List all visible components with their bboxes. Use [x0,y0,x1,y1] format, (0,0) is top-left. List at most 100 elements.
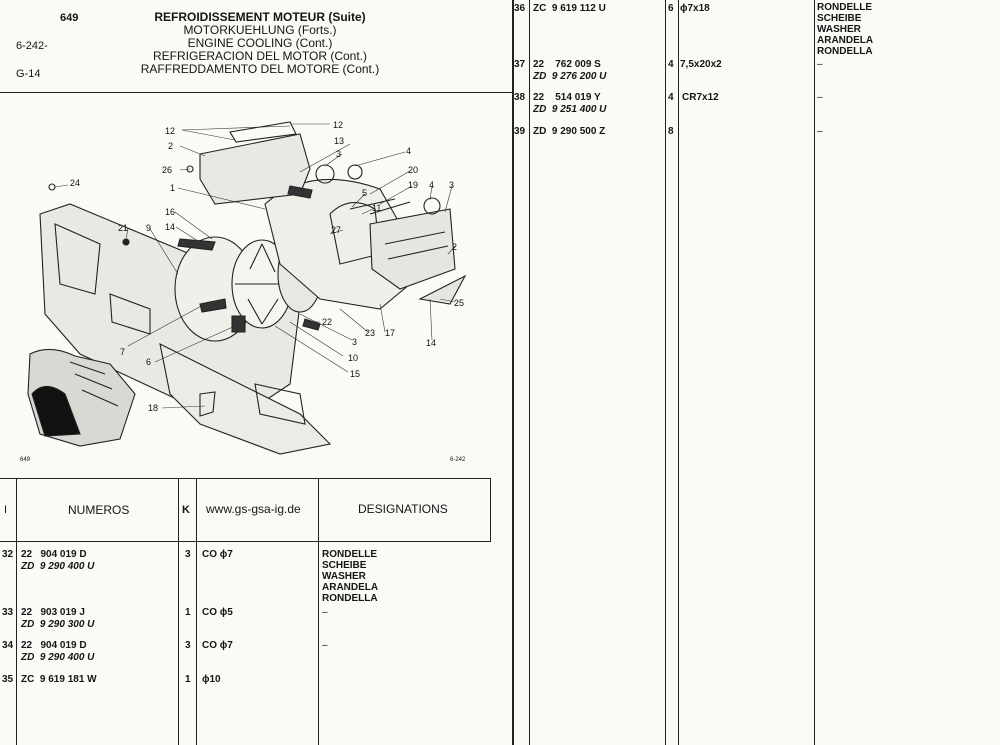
designation: SCHEIBE [817,13,862,24]
column-header-url: www.gs-gsa-ig.de [206,502,301,516]
column-header-designations: DESIGNATIONS [358,502,448,516]
designation: SCHEIBE [322,560,367,571]
col-divider [16,478,17,745]
page-gutter [512,0,514,745]
page-title-block: REFROIDISSEMENT MOTEUR (Suite) MOTORKUEH… [110,11,410,76]
diagram-footer-left: 649 [20,457,31,463]
spec: ϕ7x18 [680,3,710,14]
title-fr: REFROIDISSEMENT MOTEUR (Suite) [154,10,366,24]
page-number: 649 [60,12,79,24]
spec: CO ϕ5 [202,607,233,618]
part-number: ZD 9 290 500 Z [533,126,606,137]
designation: ARANDELA [322,582,379,593]
spec: CO ϕ7 [202,640,233,651]
diagram-footer-right: 6-242 [450,457,466,463]
designation: WASHER [322,571,366,582]
part-number-alt: ZD 9 276 200 U [533,71,607,82]
row-index: 39 [514,126,526,137]
callout: 16 [165,207,175,217]
spec: ϕ10 [202,674,221,685]
row-index: 32 [2,549,14,560]
part-number: 22 762 009 S [533,59,601,70]
table-header-rule [0,541,490,542]
callout: 6 [146,357,151,367]
part-number: ZC 9 619 112 U [533,3,606,14]
diagram-callouts: 12 12 2 13 3 4 26 20 1 5 19 4 3 24 11 16… [20,120,466,463]
quantity: 3 [185,640,191,651]
part-number-alt: ZD 9 290 300 U [21,619,95,630]
designation: – [817,92,823,103]
col-divider [814,0,815,745]
title-en: ENGINE COOLING (Cont.) [187,36,333,50]
callout: 9 [146,223,151,233]
designation: RONDELLA [322,593,378,604]
part-number-alt: ZD 9 251 400 U [533,104,607,115]
callout: 1 [170,183,175,193]
spec: CO ϕ7 [202,549,233,560]
row-index: 33 [2,607,14,618]
callout: 3 [449,180,454,190]
designation: RONDELLE [322,549,377,560]
col-divider [529,0,530,745]
callout: 27 [331,225,341,235]
row-index: 36 [514,3,526,14]
part-number: ZC 9 619 181 W [21,674,97,685]
part-number-alt: ZD 9 290 400 U [21,652,95,663]
title-it: RAFFREDDAMENTO DEL MOTORE (Cont.) [140,62,380,76]
callout: 5 [362,188,367,198]
part-number-alt: ZD 9 290 400 U [21,561,95,572]
designation: RONDELLE [817,2,872,13]
header-rule [0,92,512,93]
callout: 13 [334,136,344,146]
quantity: 1 [185,674,191,685]
part-number: 22 514 019 Y [533,92,601,103]
callout: 14 [165,222,175,232]
callout: 21 [118,223,128,233]
callout: 22 [322,317,332,327]
callout: 19 [408,180,418,190]
part-number: 22 904 019 D [21,549,87,560]
designation: ARANDELA [817,35,874,46]
callout: 4 [406,146,411,156]
spec: CR7x12 [682,92,719,103]
row-index: 37 [514,59,526,70]
designation: – [322,640,328,651]
table-top-rule [0,478,490,479]
col-divider [665,0,666,745]
callout: 23 [365,328,375,338]
designation: WASHER [817,24,861,35]
exploded-diagram: 12 12 2 13 3 4 26 20 1 5 19 4 3 24 11 16… [0,94,510,474]
callout: 12 [165,126,175,136]
part-number: 22 904 019 D [21,640,87,651]
col-divider [490,478,491,542]
row-index: 38 [514,92,526,103]
engine-cooling-drawing: 12 12 2 13 3 4 26 20 1 5 19 4 3 24 11 16… [20,120,467,463]
callout: 2 [168,141,173,151]
title-es: REFRIGERACION DEL MOTOR (Cont.) [152,49,368,63]
designation: – [817,126,823,137]
callout: 17 [385,328,395,338]
quantity: 4 [668,92,674,103]
callout: 12 [333,120,343,130]
callout: 11 [372,203,381,213]
callout: 10 [348,353,358,363]
part-number: 22 903 019 J [21,607,85,618]
column-header-numeros: NUMEROS [68,503,130,517]
row-index: 34 [2,640,14,651]
quantity: 6 [668,3,674,14]
callout: 3 [336,149,341,159]
callout: 26 [162,165,172,175]
row-index: 35 [2,674,14,685]
designation-list: RONDELLE SCHEIBE WASHER ARANDELA RONDELL… [322,549,378,604]
callout: 24 [70,178,80,188]
designation: – [322,607,328,618]
quantity: 1 [185,607,191,618]
callout: 25 [454,298,464,308]
title-de: MOTORKUEHLUNG (Forts.) [183,23,337,37]
callout: 2 [452,242,457,252]
callout: 14 [426,338,436,348]
col-divider [178,478,179,745]
column-header-index: I [4,504,8,516]
ref-code-b: G-14 [16,68,41,80]
ref-code-a: 6-242- [16,40,48,52]
